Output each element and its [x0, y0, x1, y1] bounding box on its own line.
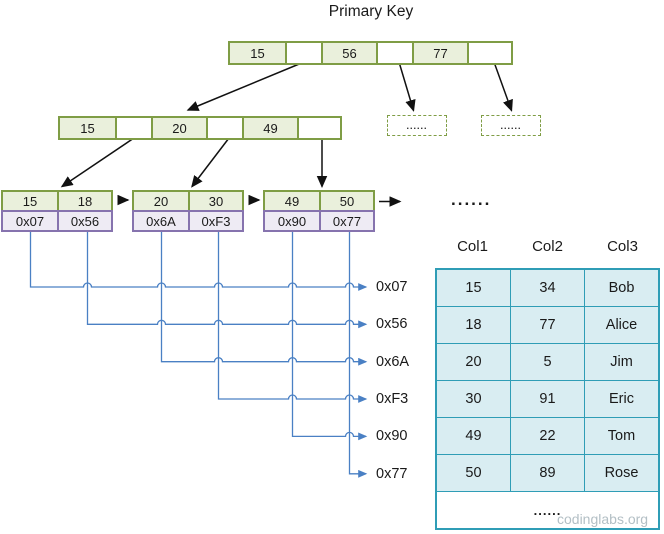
- table-cell: Rose: [585, 455, 658, 491]
- table-cell: Bob: [585, 270, 658, 306]
- leaf-node-1: 15 18 0x07 0x56: [1, 190, 113, 232]
- table-cell: 20: [437, 344, 510, 380]
- internal-pointer-cell: [206, 118, 242, 138]
- table-cell: Eric: [585, 381, 658, 417]
- leaf-key-row: 15 18: [1, 190, 113, 212]
- root-pointer-cell: [467, 43, 503, 63]
- pointer-connectors: [29, 231, 368, 478]
- leaf-key: 30: [188, 192, 242, 210]
- table-cell: 50: [437, 455, 510, 491]
- table-header: Col3: [607, 238, 638, 255]
- table-header-row: Col1 Col2 Col3: [435, 238, 660, 255]
- leaf-pointer: 0x6A: [146, 213, 176, 229]
- table-cell: 5: [511, 344, 584, 380]
- pointer-label: 0xF3: [376, 391, 409, 407]
- leaf-node-3: 49 50 0x90 0x77: [263, 190, 375, 232]
- leaf-pointer: 0x77: [319, 212, 373, 230]
- leaf-key-row: 20 30: [132, 190, 244, 212]
- internal-pointer-cell: [115, 118, 151, 138]
- table-cell: Tom: [585, 418, 658, 454]
- pointer-label: 0x77: [376, 466, 408, 482]
- root-key: 77: [412, 43, 467, 63]
- data-table: 15 34 Bob 18 77 Alice 20 5 Jim 30 91 Eri…: [435, 268, 660, 530]
- table-cell: 18: [437, 307, 510, 343]
- root-pointer-cell: [285, 43, 321, 63]
- table-cell: Jim: [585, 344, 658, 380]
- leaf-chain-ellipsis: ......: [451, 190, 492, 209]
- tree-arrows: [60, 61, 513, 207]
- leaf-pointer: 0xF3: [188, 212, 242, 230]
- table-cell: 22: [511, 418, 584, 454]
- leaf-pointer: 0x90: [277, 213, 307, 229]
- pointer-label: 0x6A: [376, 354, 410, 370]
- dashed-node: ......: [387, 115, 447, 136]
- internal-pointer-cell: [297, 118, 333, 138]
- internal-node: 15 20 49: [58, 116, 342, 140]
- leaf-key: 18: [57, 192, 111, 210]
- leaf-pointer: 0x56: [57, 212, 111, 230]
- internal-key: 20: [151, 118, 206, 138]
- internal-key: 49: [242, 118, 297, 138]
- leaf-key: 15: [22, 193, 38, 209]
- root-pointer-cell: [376, 43, 412, 63]
- table-cell: Alice: [585, 307, 658, 343]
- pointer-label: 0x07: [376, 279, 408, 295]
- leaf-pointer: 0x07: [15, 213, 45, 229]
- diagram-title: Primary Key: [328, 3, 414, 20]
- table-header: Col1: [457, 238, 488, 255]
- table-cell: 77: [511, 307, 584, 343]
- pointer-label: 0x90: [376, 428, 408, 444]
- watermark: codinglabs.org: [557, 511, 649, 527]
- leaf-key-row: 49 50: [263, 190, 375, 212]
- leaf-node-2: 20 30 0x6A 0xF3: [132, 190, 244, 232]
- leaf-pointer-row: 0x6A 0xF3: [132, 210, 244, 232]
- table-cell: 30: [437, 381, 510, 417]
- table-cell: 49: [437, 418, 510, 454]
- table-cell: 89: [511, 455, 584, 491]
- root-key: 15: [230, 43, 285, 63]
- table-cell: 15: [437, 270, 510, 306]
- leaf-key: 50: [319, 192, 373, 210]
- leaf-key: 20: [153, 193, 169, 209]
- leaf-key: 49: [284, 193, 300, 209]
- dashed-node: ......: [481, 115, 541, 136]
- table-cell: 34: [511, 270, 584, 306]
- table-cell: 91: [511, 381, 584, 417]
- root-node: 15 56 77: [228, 41, 513, 65]
- leaf-pointer-row: 0x07 0x56: [1, 210, 113, 232]
- pointer-label: 0x56: [376, 316, 408, 332]
- table-ellipsis-row: ......: [437, 492, 658, 528]
- table-header: Col2: [532, 238, 563, 255]
- leaf-pointer-row: 0x90 0x77: [263, 210, 375, 232]
- root-key: 56: [321, 43, 376, 63]
- internal-key: 15: [60, 118, 115, 138]
